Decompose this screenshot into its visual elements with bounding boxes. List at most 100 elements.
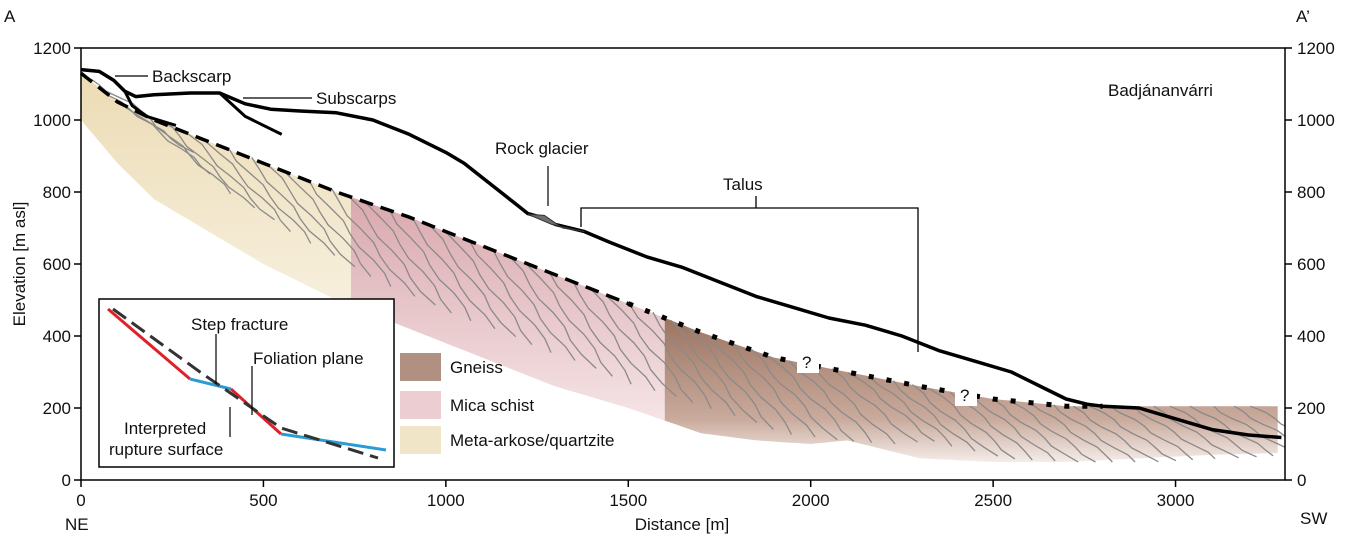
foliation-line — [789, 360, 873, 444]
foliation-line — [228, 149, 312, 244]
y-tick-label-left: 600 — [43, 255, 71, 274]
geology-layers — [81, 73, 1285, 463]
foliation-line — [251, 157, 336, 256]
foliation-line — [1053, 404, 1136, 463]
inset-interpreted-line1: Interpreted — [124, 419, 206, 438]
section-end-label: A’ — [1296, 7, 1310, 26]
foliation-line — [1109, 405, 1194, 461]
rupture-surface-dotted — [627, 301, 1103, 409]
foliation-line — [1089, 405, 1177, 462]
foliation-line — [1250, 405, 1285, 427]
foliation-line — [348, 195, 436, 306]
foliation-line — [549, 272, 632, 385]
legend: Gneiss Mica schist Meta-arkose/quartzite — [400, 353, 614, 454]
x-tick-label: 2500 — [974, 491, 1012, 510]
legend-label-quartzite: Meta-arkose/quartzite — [450, 431, 614, 450]
direction-start-label: NE — [65, 515, 89, 534]
question-box-1 — [797, 351, 819, 373]
foliation-line — [750, 348, 838, 441]
x-tick-label: 0 — [76, 491, 85, 510]
foliation-line — [331, 188, 416, 297]
inset-rupture-surface — [112, 307, 379, 460]
rupture-surface-dashed — [79, 71, 629, 306]
foliation-line — [526, 264, 613, 377]
foliation-line — [428, 224, 517, 338]
foliation-line — [606, 295, 694, 404]
y-tick-label-right: 1000 — [1297, 111, 1335, 130]
inset-frame — [98, 298, 395, 468]
foliation-line — [389, 209, 472, 322]
y-tick-label-right: 400 — [1297, 327, 1325, 346]
talus-label: Talus — [723, 175, 763, 194]
foliation-line — [928, 387, 1016, 460]
foliation-line — [267, 164, 356, 268]
foliation-line — [652, 311, 736, 416]
foliation-line — [732, 342, 816, 438]
inset-panel: Step fracture Foliation plane Interprete… — [98, 298, 395, 468]
foliation-line — [589, 288, 678, 398]
foliation-line — [308, 180, 392, 287]
inset-step-fracture-1 — [189, 377, 232, 391]
foliation-line — [285, 172, 372, 278]
foliation-line — [187, 133, 275, 221]
y-tick-label-right: 200 — [1297, 399, 1325, 418]
y-tick-label-right: 800 — [1297, 183, 1325, 202]
foliation-line — [469, 240, 552, 353]
foliation-line — [170, 125, 256, 209]
foliation-line — [687, 327, 774, 430]
legend-label-mica: Mica schist — [450, 396, 534, 415]
inset-foliation-plane-1 — [107, 307, 191, 381]
foliation-line — [509, 256, 597, 369]
mica-schist-unit — [351, 197, 687, 429]
y-tick-label-right: 1200 — [1297, 39, 1335, 58]
subscarp-line — [218, 91, 283, 136]
site-name: Badjánanvárri — [1108, 81, 1213, 100]
x-tick-label: 1000 — [427, 491, 465, 510]
x-tick-label: 500 — [249, 491, 277, 510]
foliation-line — [205, 141, 291, 233]
question-box-2 — [955, 384, 977, 406]
foliation-line — [1073, 405, 1159, 463]
x-tick-label: 3000 — [1157, 491, 1195, 510]
foliation-line — [893, 380, 976, 452]
foliation-line — [992, 398, 1079, 463]
legend-swatch-gneiss — [400, 353, 441, 381]
foliation-line — [446, 232, 533, 346]
inset-step-fracture-label: Step fracture — [191, 315, 288, 334]
foliation-line — [1233, 405, 1285, 438]
foliation-line — [670, 319, 758, 423]
inset-interpreted-line2: rupture surface — [109, 440, 223, 459]
foliation-line — [1008, 400, 1096, 463]
foliation-line — [365, 202, 452, 314]
legend-swatch-mica — [400, 391, 441, 419]
foliation-line — [812, 364, 896, 445]
foliation-line — [912, 384, 999, 457]
rock-glacier-label: Rock glacier — [495, 139, 589, 158]
legend-swatch-quartzite — [400, 426, 441, 454]
question-mark-1: ? — [802, 353, 811, 372]
y-tick-label-left: 1000 — [33, 111, 71, 130]
talus-bracket — [580, 196, 919, 352]
rock-glacier-shape — [527, 213, 585, 233]
y-axis-label: Elevation [m asl] — [10, 202, 29, 327]
question-mark-2: ? — [960, 386, 969, 405]
foliation-line — [572, 280, 656, 392]
foliation-line — [411, 216, 496, 330]
x-axis-label: Distance [m] — [635, 515, 729, 534]
foliation-line — [148, 116, 232, 195]
foliation-line — [125, 106, 211, 175]
backscarp-label: Backscarp — [152, 67, 231, 86]
gneiss-unit — [664, 318, 1278, 462]
foliation-line — [831, 368, 918, 443]
y-tick-label-left: 400 — [43, 327, 71, 346]
x-tick-label: 2000 — [792, 491, 830, 510]
foliation-line — [767, 355, 855, 442]
foliation-line — [1029, 402, 1113, 463]
foliation-line — [869, 376, 953, 447]
y-tick-label-left: 0 — [62, 471, 71, 490]
foliation-line — [973, 394, 1056, 462]
direction-end-label: SW — [1300, 509, 1327, 528]
y-tick-label-left: 200 — [43, 399, 71, 418]
subscarps-label: Subscarps — [316, 89, 396, 108]
